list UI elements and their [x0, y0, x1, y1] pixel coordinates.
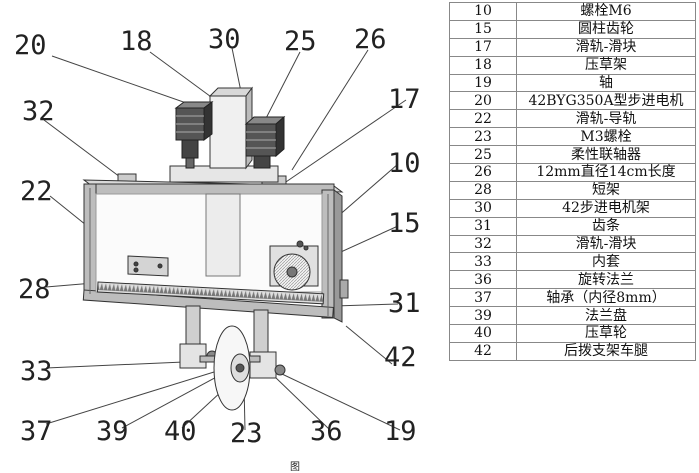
- callout-15: 15: [388, 208, 421, 239]
- part-number: 32: [449, 234, 517, 254]
- part-name: 12mm直径14cm长度: [516, 163, 696, 182]
- callout-42: 42: [384, 342, 417, 373]
- top-brackets: [117, 165, 287, 185]
- callout-40: 40: [164, 416, 197, 447]
- part-name: 旋转法兰: [516, 270, 696, 290]
- callout-33: 33: [20, 356, 53, 387]
- callout-26: 26: [354, 24, 387, 55]
- part-name: 42步进电机架: [516, 198, 696, 218]
- part-number: 17: [449, 37, 517, 57]
- part-name: 轴承（内径8mm）: [516, 288, 696, 308]
- part-number: 22: [449, 109, 517, 129]
- part-number: 36: [449, 270, 517, 290]
- part-name: 滑轨-导轨: [516, 109, 696, 129]
- part-number: 19: [449, 73, 517, 93]
- part-name: 轴: [516, 73, 696, 93]
- motor-bracket: [208, 86, 253, 170]
- callout-18: 18: [120, 26, 153, 57]
- leader-lines: [43, 47, 407, 431]
- assembly-drawing: 20 18 30 25 26 32 17 22 10 15 28 31 42 3…: [14, 24, 421, 449]
- part-name: 滑轨-滑块: [516, 37, 696, 57]
- figure-caption: 图: [290, 462, 300, 473]
- slide-rail: [127, 255, 169, 277]
- callout-25: 25: [284, 26, 317, 57]
- part-name: 柔性联轴器: [516, 145, 696, 165]
- part-name: 法兰盘: [516, 306, 696, 326]
- callout-39: 39: [96, 416, 129, 447]
- callout-28: 28: [18, 274, 51, 305]
- rack: [96, 281, 325, 305]
- part-number: 42: [449, 341, 517, 361]
- callout-37: 37: [20, 416, 53, 447]
- part-number: 30: [449, 198, 517, 218]
- callout-30: 30: [208, 24, 241, 55]
- gear-assembly: [269, 240, 319, 291]
- part-number: 37: [449, 288, 517, 308]
- part-number: 39: [449, 306, 517, 326]
- callout-32: 32: [22, 96, 55, 127]
- main-frame: [82, 179, 349, 323]
- part-name: 压草轮: [516, 324, 696, 343]
- part-number: 33: [449, 252, 517, 272]
- part-name: 滑轨-滑块: [516, 234, 696, 254]
- part-name: 42BYG350A型步进电机: [516, 91, 696, 111]
- press-wheel: [213, 325, 251, 411]
- callout-19: 19: [384, 416, 417, 447]
- callout-labels: 20 18 30 25 26 32 17 22 10 15 28 31 42 3…: [14, 24, 421, 449]
- part-name: 螺栓M6: [516, 2, 696, 21]
- part-number: 25: [449, 145, 517, 165]
- part-name: 压草架: [516, 55, 696, 75]
- part-number: 10: [449, 2, 517, 21]
- callout-23: 23: [230, 418, 263, 449]
- part-number: 18: [449, 55, 517, 75]
- callout-22: 22: [20, 176, 53, 207]
- part-name: 齿条: [516, 216, 696, 236]
- part-number: 40: [449, 324, 517, 343]
- part-name: 短架: [516, 180, 696, 200]
- part-number: 20: [449, 91, 517, 111]
- part-number: 15: [449, 19, 517, 39]
- part-name: 内套: [516, 252, 696, 272]
- callout-10: 10: [388, 148, 421, 179]
- callout-31: 31: [388, 288, 421, 319]
- stepper-motor-right: [244, 115, 286, 169]
- part-name: M3螺栓: [516, 127, 696, 147]
- part-number: 26: [449, 163, 517, 182]
- callout-20: 20: [14, 30, 47, 61]
- callout-36: 36: [310, 416, 343, 447]
- part-number: 23: [449, 127, 517, 147]
- part-name: 后拨支架车腿: [516, 341, 696, 361]
- part-number: 28: [449, 180, 517, 200]
- part-name: 圆柱齿轮: [516, 19, 696, 39]
- part-number: 31: [449, 216, 517, 236]
- callout-17: 17: [388, 84, 421, 115]
- stepper-motor-left: [174, 101, 214, 169]
